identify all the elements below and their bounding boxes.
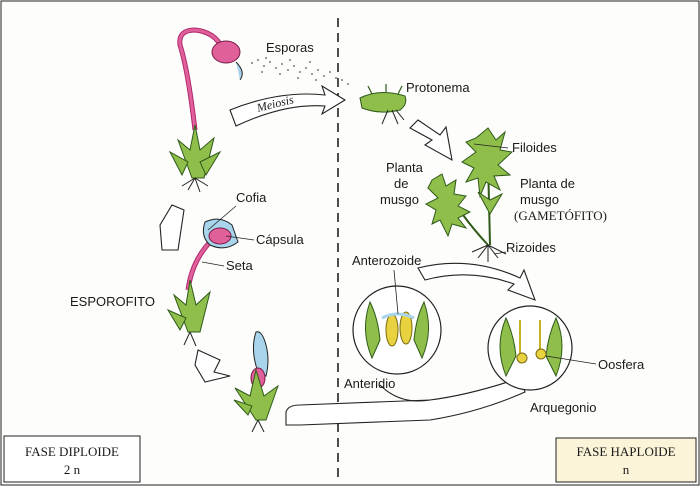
oosfera-label: Oosfera (598, 357, 645, 372)
left-upper-arrow (159, 204, 185, 251)
filoides-label: Filoides (512, 140, 557, 155)
planta-right-line2: musgo (520, 192, 559, 207)
diploid-phase-ploidy: 2 n (64, 462, 81, 477)
planta-right-line3: (GAMETÓFITO) (514, 208, 607, 223)
anterozoide-pointer (393, 269, 399, 315)
anterozoide-label: Anterozoide (352, 253, 421, 268)
anteridio-label: Anteridio (344, 376, 395, 391)
planta-left-line1: Planta (386, 160, 424, 175)
mature-sporophyte (168, 27, 349, 193)
rizoides-label: Rizoides (506, 240, 556, 255)
archegonium-detail (487, 305, 597, 391)
haploid-phase-ploidy: n (623, 462, 630, 477)
planta-left-line3: musgo (380, 192, 419, 207)
esporas-label: Esporas (266, 40, 314, 55)
cofia-pointer (207, 205, 237, 231)
haploid-phase-title: FASE HAPLOIDE (576, 444, 675, 459)
haploid-phase-box: FASE HAPLOIDE n (555, 437, 697, 483)
diploid-phase-box: FASE DIPLOIDE 2 n (3, 435, 141, 483)
protonema (359, 84, 407, 125)
young-sporophyte (166, 205, 255, 347)
rizoides-pointer (493, 251, 507, 255)
fertilization-arrow (285, 377, 526, 426)
embryo-sporophyte (233, 331, 279, 433)
gametophyte-plants (424, 127, 514, 262)
protonema-label: Protonema (406, 80, 470, 95)
diploid-phase-title: FASE DIPLOIDE (25, 444, 119, 459)
protonema-plant-arrow (409, 119, 453, 162)
left-lower-arrow (194, 349, 231, 383)
cofia-label: Cofia (236, 190, 267, 205)
capsula-label: Cápsula (256, 232, 304, 247)
capsula-pointer (225, 235, 255, 241)
anteridio-connector (379, 384, 431, 402)
antheridium-detail (352, 269, 442, 375)
planta-right-line1: Planta de (520, 176, 575, 191)
esporofito-label: ESPOROFITO (70, 294, 155, 309)
planta-left-line2: de (394, 176, 408, 191)
arquegonio-label: Arquegonio (530, 400, 597, 415)
oosfera-pointer (545, 355, 597, 365)
meiosis-arrow: Meiosis (229, 84, 347, 127)
seta-label: Seta (226, 258, 254, 273)
filoides-pointer (473, 143, 509, 149)
seta-pointer (201, 261, 225, 267)
plant-organs-arrow (417, 262, 536, 301)
